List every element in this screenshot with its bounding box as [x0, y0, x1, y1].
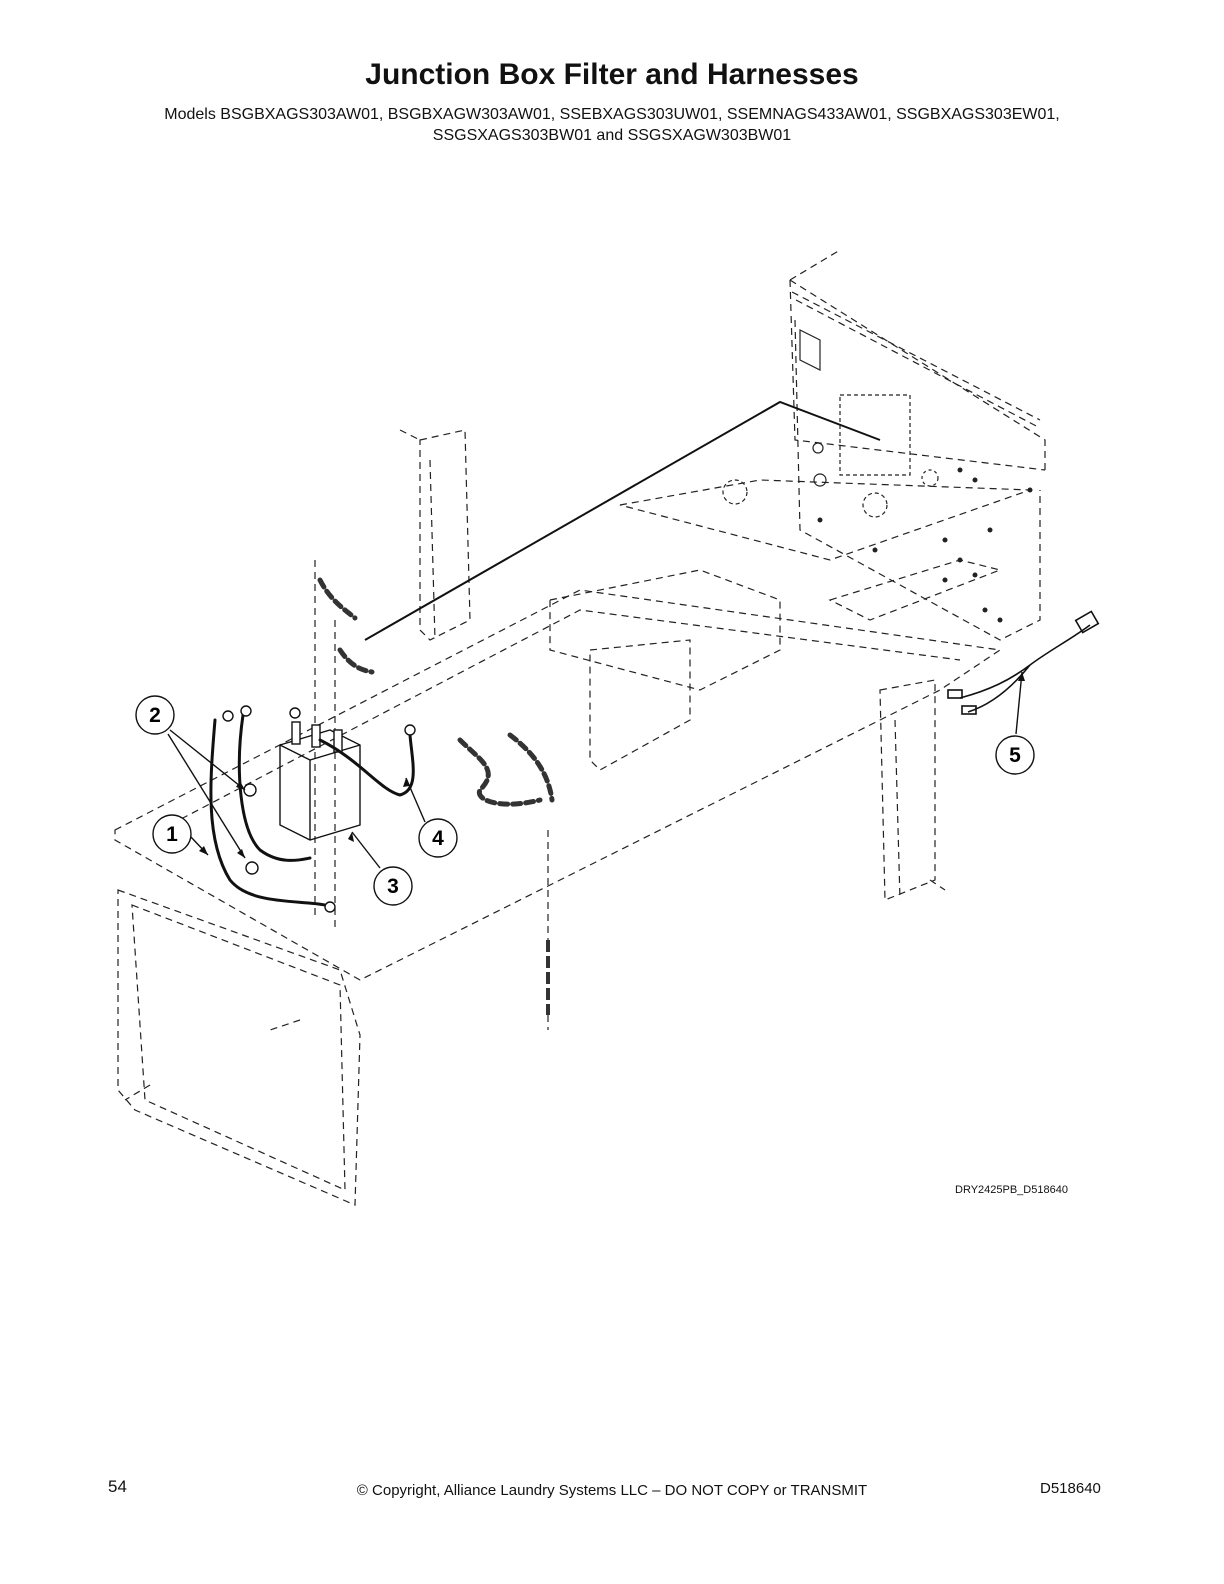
rear-knockout — [862, 492, 888, 518]
models-line-1: Models BSGBXAGS303AW01, BSGBXAGW303AW01,… — [164, 106, 1060, 123]
cabinet-top-edge — [791, 291, 1041, 429]
callout-leader — [351, 831, 381, 869]
base-plate-inner — [159, 609, 961, 831]
ground-wire-1 — [209, 718, 327, 907]
ground-wire-2 — [237, 713, 312, 862]
ring-terminal — [324, 901, 336, 913]
rear-bracket — [799, 329, 821, 371]
screw-leaders — [124, 429, 946, 1101]
rear-shelf — [619, 479, 1031, 561]
harness-connector — [1074, 610, 1100, 634]
callout-circle — [152, 814, 192, 854]
callout-circle — [135, 695, 175, 735]
ferrite-nut — [245, 861, 259, 875]
rear-knockout — [813, 473, 827, 487]
rear-knockout — [921, 469, 939, 487]
callout-leader — [405, 777, 426, 823]
callout-label-3: 3 — [387, 875, 399, 898]
ferrite-nut — [243, 783, 257, 797]
callout-label-1: 1 — [166, 823, 178, 846]
accessory-harness — [959, 624, 1091, 713]
document-number: D518640 — [1040, 1480, 1101, 1497]
copyright-notice: © Copyright, Alliance Laundry Systems LL… — [356, 1482, 868, 1499]
harness-terminal — [961, 705, 977, 715]
harness-segment — [317, 577, 358, 621]
callout-label-4: 4 — [432, 827, 444, 850]
cabinet-side — [794, 319, 1041, 641]
junction-box-leader — [364, 400, 881, 641]
right-leg — [879, 679, 936, 901]
harness-segment — [337, 647, 375, 675]
filter-box — [279, 721, 361, 841]
front-panel-inner — [131, 904, 346, 1191]
upright-bracket — [419, 429, 471, 641]
callout-circle — [995, 735, 1035, 775]
page-title: Junction Box Filter and Harnesses — [365, 58, 859, 91]
harness-segment — [507, 732, 555, 803]
mid-shelf — [828, 559, 1002, 621]
harness-terminal — [947, 689, 963, 699]
junction-box-opening — [839, 394, 911, 476]
filter-lead-4 — [318, 733, 415, 797]
models-line-2: SSGSXAGS303BW01 and SSGSXAGW303BW01 — [432, 127, 792, 144]
cabinet-rear-panel — [789, 249, 1046, 471]
callout-circle — [373, 866, 413, 906]
callout-label-2: 2 — [149, 704, 161, 727]
callout-leader — [167, 733, 246, 859]
page-number: 54 — [108, 1477, 127, 1496]
ring-terminal — [240, 705, 252, 717]
harness-segment — [457, 737, 543, 807]
callout-label-5: 5 — [1009, 744, 1021, 767]
rear-knockout — [812, 442, 824, 454]
ring-terminal — [404, 724, 416, 736]
callout-leader — [169, 729, 246, 791]
ring-terminal — [222, 710, 234, 722]
callout-leader — [1015, 671, 1023, 735]
callout-circle — [418, 818, 458, 858]
figure-id: DRY2425PB_D518640 — [955, 1184, 1068, 1196]
front-panel — [117, 889, 361, 1206]
models-subtitle: Models BSGBXAGS303AW01, BSGBXAGW303AW01,… — [60, 104, 1164, 146]
rear-knockout — [722, 479, 748, 505]
support-channel — [549, 569, 781, 691]
base-plate — [114, 589, 1002, 981]
support-channel-front — [589, 639, 691, 771]
ring-terminal — [289, 707, 301, 719]
